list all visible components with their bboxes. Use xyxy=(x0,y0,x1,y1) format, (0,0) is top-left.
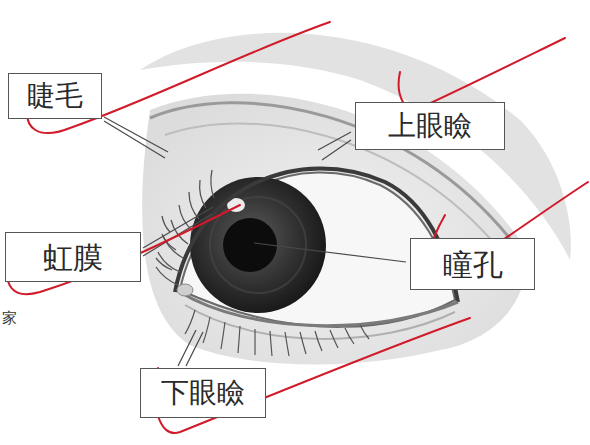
part-name: 瞳孔 xyxy=(443,248,503,281)
tear-duct xyxy=(177,284,193,296)
iris-ring xyxy=(210,197,306,293)
lower-lid xyxy=(180,292,458,326)
label-box: 下眼瞼 xyxy=(140,368,266,418)
part-name: 上眼瞼 xyxy=(388,111,472,142)
upper-lashes xyxy=(156,170,214,285)
label-box: 上眼瞼 xyxy=(355,102,505,150)
red-check-mark xyxy=(7,22,588,433)
label-box: 睫毛 xyxy=(8,73,102,119)
lower-lashes xyxy=(185,310,369,356)
label-box: 虹膜 xyxy=(5,232,141,282)
part-name: 下眼瞼 xyxy=(161,378,245,409)
skin xyxy=(142,94,525,365)
label-box: 瞳孔 xyxy=(410,238,535,290)
part-name: 虹膜 xyxy=(43,241,103,274)
lower-lid xyxy=(185,305,455,339)
part-name: 睫毛 xyxy=(27,81,83,112)
iris xyxy=(190,177,326,313)
margin-text: 家 xyxy=(2,310,17,327)
leader-line xyxy=(104,117,406,366)
